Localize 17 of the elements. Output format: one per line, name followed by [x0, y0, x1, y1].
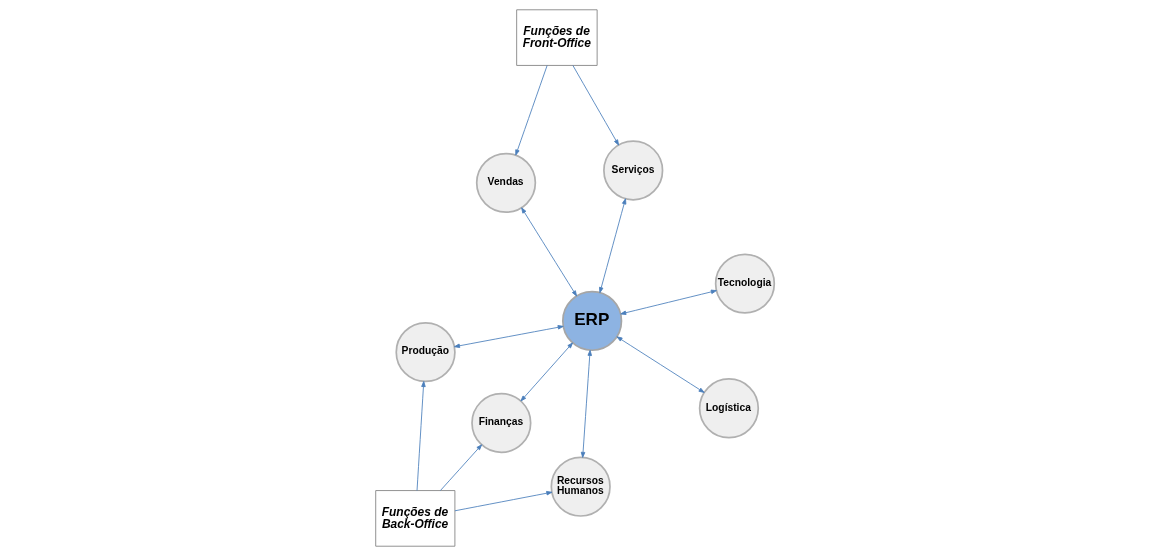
arrow: [515, 65, 548, 156]
arrow: [616, 336, 705, 393]
node-box: Funções de Back-Office: [375, 490, 456, 547]
arrow: [416, 381, 426, 491]
node-circle: Tecnologia: [714, 253, 776, 314]
arrow: [454, 491, 553, 512]
arrow: [599, 198, 627, 294]
arrow: [572, 65, 620, 146]
arrow: [440, 444, 483, 491]
arrow: [580, 349, 592, 458]
arrow: [453, 325, 564, 348]
arrow: [520, 342, 573, 402]
node-box: Funções de Front-Office: [516, 9, 598, 66]
node-circle: Recursos Humanos: [550, 456, 611, 517]
arrow: [620, 289, 717, 315]
node-circle: Produção: [395, 321, 456, 383]
arrow: [521, 207, 577, 297]
